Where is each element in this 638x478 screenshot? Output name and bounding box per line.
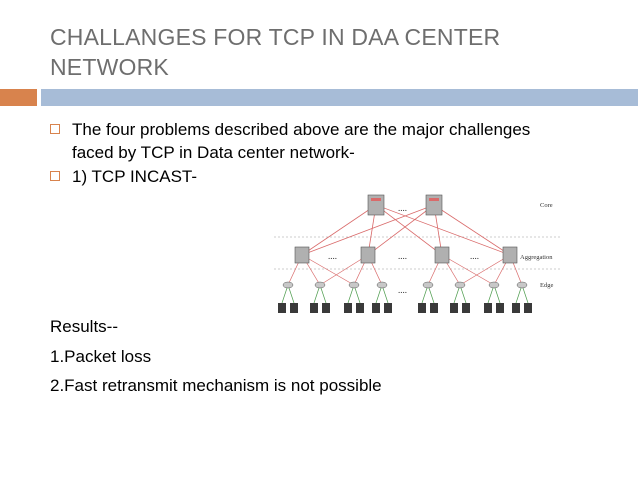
core-ellipsis: .... (398, 203, 407, 213)
aggregation-switch-icon (294, 246, 310, 264)
bullet-square-icon (50, 171, 60, 181)
bullet-text: The four problems described above are th… (72, 120, 531, 162)
title-accent-bar (0, 89, 37, 106)
network-topology-diagram: .... .... .... .... .... Core Aggregatio… (274, 194, 562, 313)
results-heading: Results-- (50, 317, 119, 336)
bullet-text: 1) TCP INCAST- (72, 167, 198, 186)
aggregation-switch-icon (434, 246, 450, 264)
bullet-item: 1) TCP INCAST- (50, 165, 350, 188)
aggregation-switch-icon (502, 246, 518, 264)
edge-label: Edge (540, 282, 553, 289)
bullet-item: The four problems described above are th… (50, 118, 550, 164)
core-label: Core (540, 202, 553, 209)
aggregation-switch-icon (360, 246, 376, 264)
aggregation-ellipsis: .... (470, 251, 479, 261)
title-divider-bar (41, 89, 638, 106)
core-switch-icon (425, 194, 443, 216)
results-item: 2.Fast retransmit mechanism is not possi… (50, 376, 382, 395)
bullet-square-icon (50, 124, 60, 134)
edge-ellipsis: .... (398, 285, 407, 295)
results-item: 1.Packet loss (50, 347, 152, 366)
aggregation-ellipsis: .... (328, 251, 337, 261)
edge-switches (282, 281, 528, 289)
slide-title: CHALLANGES FOR TCP IN DAA CENTER NETWORK (50, 24, 501, 80)
aggregation-label: Aggregation (520, 254, 553, 261)
aggregation-ellipsis: .... (398, 251, 407, 261)
host-computers (278, 303, 532, 313)
core-switch-icon (367, 194, 385, 216)
